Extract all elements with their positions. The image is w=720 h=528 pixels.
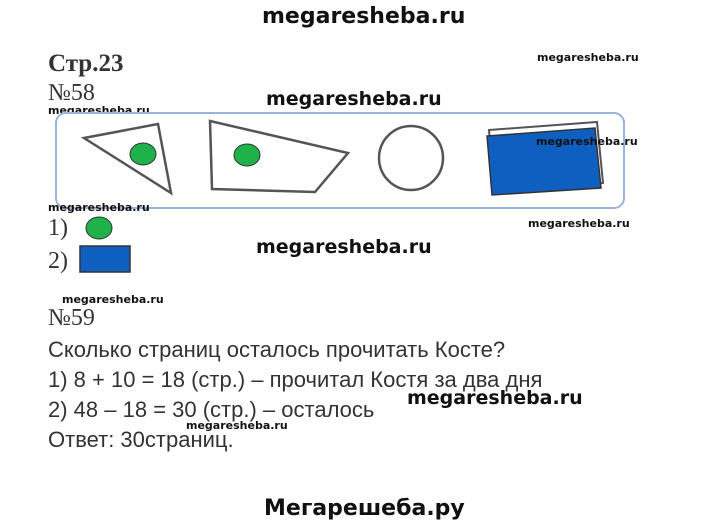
task59-step2: 2) 48 – 18 = 30 (стр.) – осталось: [48, 397, 375, 422]
watermark-small: megaresheba.ru: [186, 419, 288, 432]
watermark-mid: megaresheba.ru: [266, 88, 442, 110]
circle-shape: [377, 124, 445, 192]
watermark-small: megaresheba.ru: [537, 51, 639, 64]
watermark-mid: megaresheba.ru: [407, 387, 583, 409]
task59-answer: Ответ: 30страниц.: [48, 427, 234, 452]
answer1-label: 1): [48, 215, 68, 241]
page-title: Стр.23: [48, 50, 124, 77]
header-watermark: megaresheba.ru: [262, 4, 466, 29]
watermark-small: megaresheba.ru: [536, 135, 638, 148]
green-dot: [233, 143, 261, 167]
watermark-small: megaresheba.ru: [528, 217, 630, 230]
answer2-blue-rectangle: [79, 245, 131, 273]
watermark-mid: megaresheba.ru: [256, 236, 432, 258]
quadrilateral-shape: [208, 119, 351, 194]
answer1-green-dot: [85, 216, 113, 240]
footer-watermark: Мегарешеба.ру: [264, 496, 465, 521]
green-dot: [129, 142, 157, 166]
blue-rectangle-shape: [486, 127, 602, 196]
task58-number: №58: [48, 80, 95, 106]
watermark-small: megaresheba.ru: [62, 293, 164, 306]
watermark-small: megaresheba.ru: [48, 201, 150, 214]
task59-question: Сколько страниц осталось прочитать Косте…: [48, 337, 506, 362]
triangle-shape: [80, 122, 173, 196]
answer2-label: 2): [48, 248, 68, 274]
task59-step1: 1) 8 + 10 = 18 (стр.) – прочитал Костя з…: [48, 367, 543, 392]
task59-number: №59: [48, 305, 95, 331]
